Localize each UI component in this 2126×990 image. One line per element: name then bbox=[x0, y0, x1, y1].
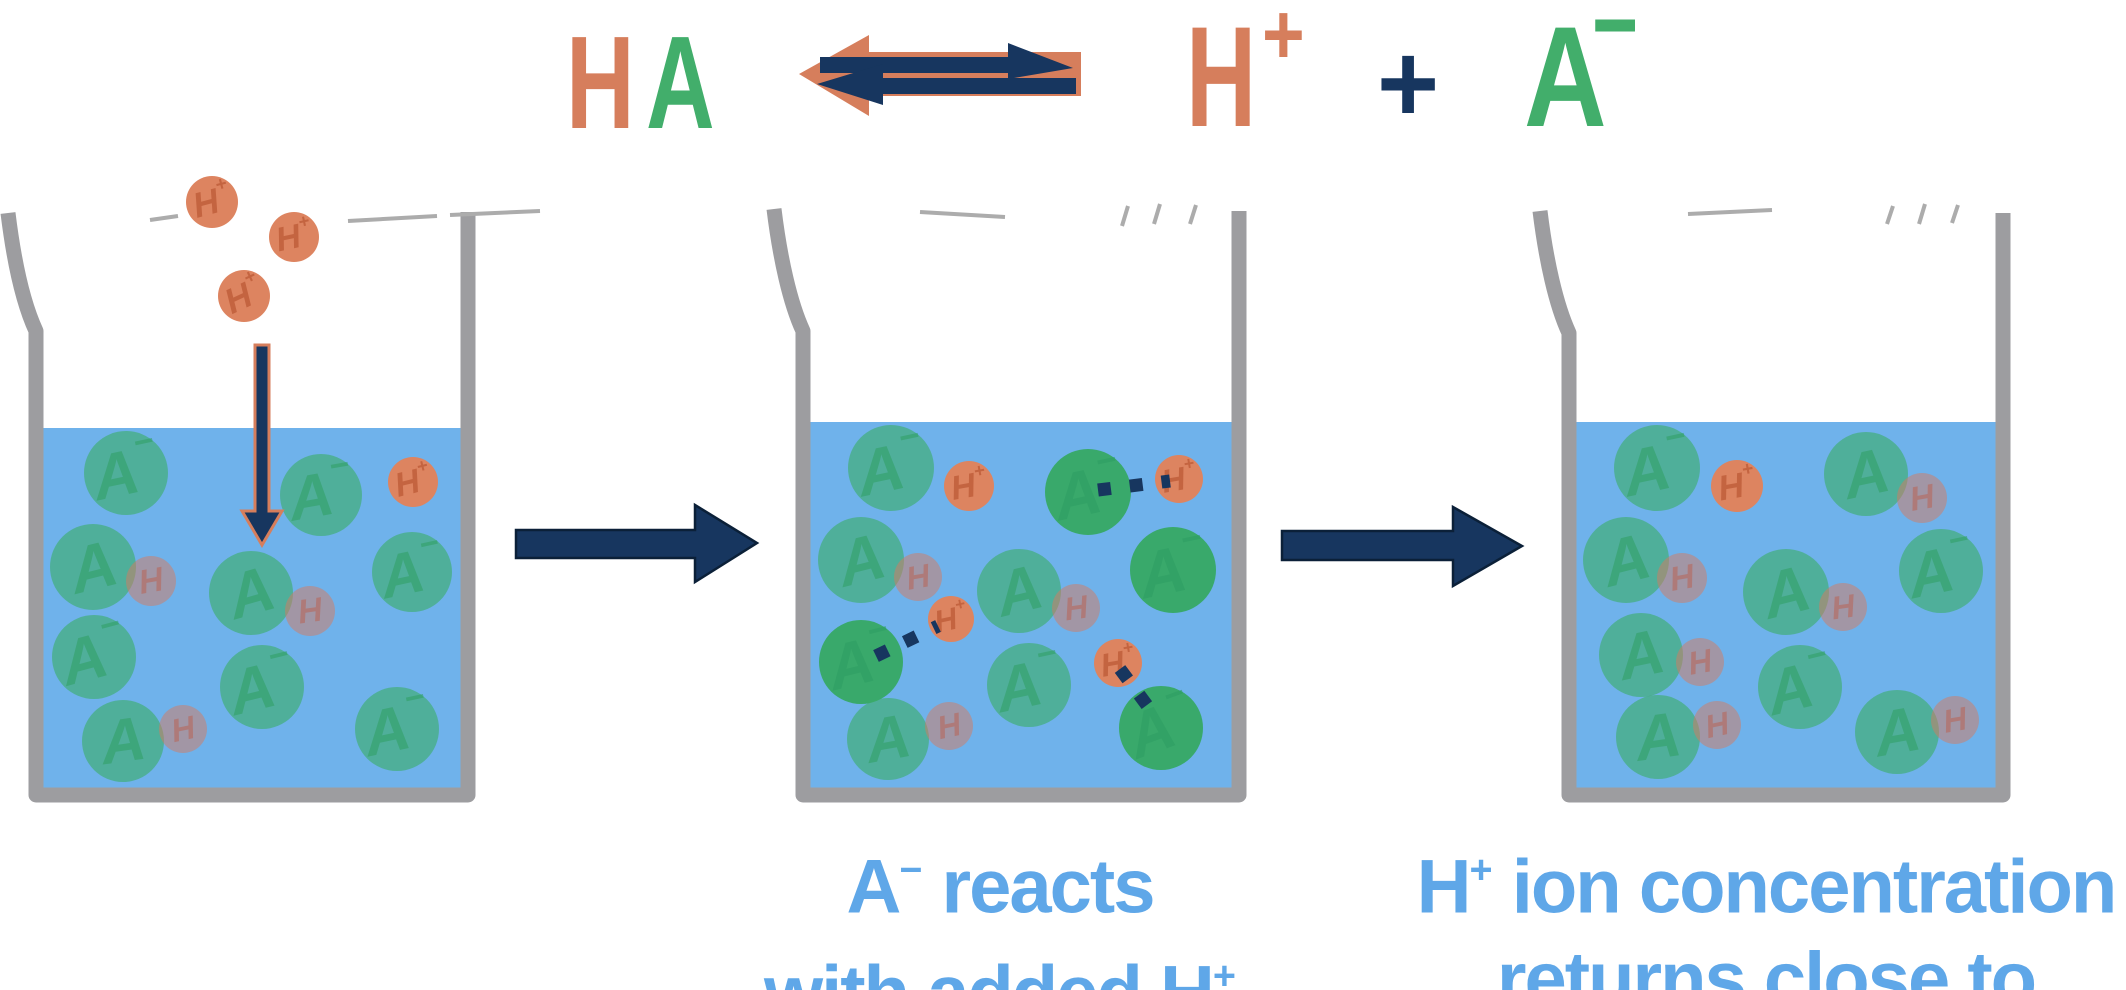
molecule-H+: H+ bbox=[944, 459, 994, 511]
molecule-H+: H+ bbox=[269, 209, 319, 262]
equation-h-ion-plus: + bbox=[1262, 0, 1305, 83]
svg-text:A: A bbox=[1629, 699, 1686, 775]
equation-ha-h: H bbox=[566, 9, 635, 156]
molecule-A−: A− bbox=[846, 415, 934, 511]
molecule-H: H bbox=[285, 586, 335, 636]
molecule-H: H bbox=[894, 553, 942, 601]
molecule-A: A bbox=[977, 549, 1061, 633]
caption-a-reacts: A− reacts with added H+ bbox=[700, 827, 1300, 990]
molecule-H: H bbox=[1931, 696, 1979, 744]
pour-down-arrow bbox=[239, 343, 285, 548]
step-arrow-2 bbox=[1280, 504, 1525, 589]
caption-h-concentration: H+ ion concentration returns close to in… bbox=[1406, 827, 2126, 990]
molecule-H: H bbox=[1657, 553, 1707, 603]
reaction-dotted-line bbox=[873, 620, 941, 662]
molecule-H: H bbox=[1819, 583, 1867, 631]
equilibrium-arrows-icon bbox=[799, 35, 1081, 116]
molecule-A: A bbox=[209, 551, 293, 635]
caption-text: reacts bbox=[922, 844, 1156, 930]
caption-text: ion concentration bbox=[1492, 844, 2118, 930]
molecule-H: H bbox=[1897, 473, 1947, 523]
molecule-H: H bbox=[1052, 584, 1100, 632]
svg-text:A: A bbox=[94, 704, 150, 779]
molecule-A: A bbox=[1583, 517, 1669, 603]
caption-text: A bbox=[846, 844, 901, 930]
caption-text: with added H bbox=[764, 951, 1215, 990]
caption-text: returns close to initial bbox=[1496, 937, 2037, 990]
caption-sup: + bbox=[1212, 954, 1236, 990]
caption-sup: − bbox=[899, 847, 923, 892]
beaker-2-connectors bbox=[873, 474, 1171, 716]
reaction-dotted-line bbox=[1097, 474, 1171, 497]
molecule-A: A bbox=[1743, 549, 1829, 635]
molecule-H+: H+ bbox=[216, 265, 270, 322]
caption-sup: + bbox=[1469, 847, 1493, 892]
beaker-3-glass bbox=[1532, 210, 2011, 803]
molecule-A−: A− bbox=[279, 445, 362, 536]
equation-h-ion: H bbox=[1186, 0, 1257, 157]
molecule-H+: H+ bbox=[1155, 453, 1203, 503]
molecule-H: H bbox=[1693, 701, 1741, 749]
molecule-A−: A− bbox=[1128, 517, 1216, 613]
equation-a-ion: A bbox=[1524, 0, 1607, 157]
beaker-1-glass bbox=[0, 212, 476, 803]
equation-a-ion-minus: − bbox=[1592, 0, 1639, 86]
molecule-H: H bbox=[126, 556, 176, 606]
molecule-H: H bbox=[1676, 638, 1724, 686]
molecule-H+: H+ bbox=[1711, 458, 1763, 512]
step-arrow-1 bbox=[514, 502, 760, 585]
beaker-2-glass bbox=[766, 208, 1247, 803]
molecule-A: A bbox=[82, 700, 164, 782]
equation-plus-operator: + bbox=[1377, 21, 1440, 146]
svg-text:H: H bbox=[295, 590, 325, 631]
molecule-A−: A− bbox=[1612, 415, 1700, 511]
caption-text: H bbox=[1416, 844, 1472, 930]
svg-text:H: H bbox=[1062, 588, 1091, 627]
molecule-A−: A− bbox=[82, 422, 168, 515]
molecule-H+: H+ bbox=[186, 173, 238, 228]
molecule-H: H bbox=[925, 702, 973, 750]
artifact-marks bbox=[149, 203, 1960, 227]
equation-ha-a: A bbox=[646, 9, 715, 156]
molecule-A: A bbox=[1616, 695, 1700, 779]
molecule-A: A bbox=[1855, 690, 1939, 774]
molecule-A: A bbox=[818, 517, 904, 603]
molecule-A: A bbox=[50, 524, 136, 610]
molecule-A−: A− bbox=[1897, 520, 1983, 613]
svg-text:H: H bbox=[1829, 587, 1858, 626]
glass-layer bbox=[0, 208, 2011, 803]
molecule-A: A bbox=[1599, 613, 1683, 697]
molecule-A−: A− bbox=[353, 678, 439, 771]
molecule-A−: A− bbox=[985, 634, 1071, 727]
molecule-H: H bbox=[159, 705, 207, 753]
molecule-A: A bbox=[847, 698, 929, 780]
reaction-dotted-line bbox=[1114, 665, 1158, 716]
molecule-A: A bbox=[1824, 432, 1908, 516]
